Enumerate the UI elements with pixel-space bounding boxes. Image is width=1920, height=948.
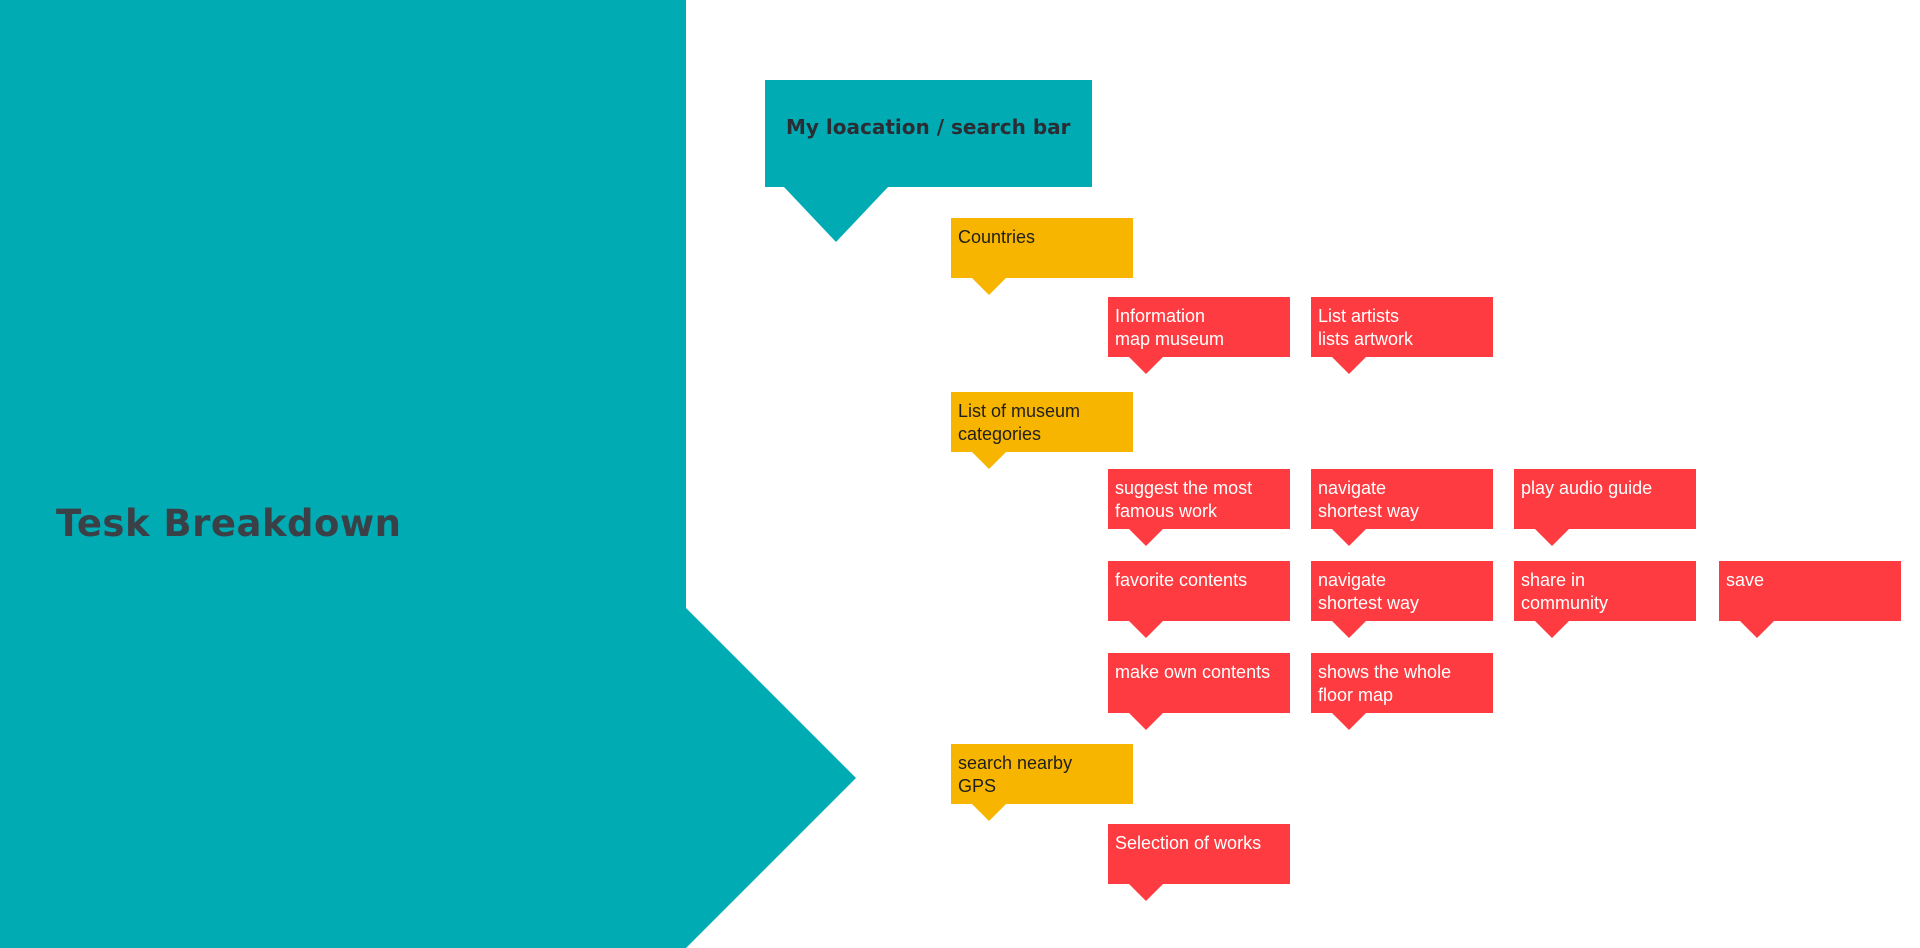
task-label: play audio guide [1514,469,1696,529]
task-selection-works: Selection of works [1108,824,1290,902]
task-label: suggest the most famous work [1108,469,1290,529]
callout-pointer [1535,621,1569,638]
teal-background-panel [0,0,856,948]
task-label: share in community [1514,561,1696,621]
task-make-own-contents: make own contents [1108,653,1290,731]
category-museum-categories: List of museum categories [951,392,1133,470]
callout-pointer [972,804,1006,821]
task-save: save [1719,561,1901,639]
task-label: save [1719,561,1901,621]
task-play-audio: play audio guide [1514,469,1696,547]
task-label: favorite contents [1108,561,1290,621]
task-label: shows the whole floor map [1311,653,1493,713]
task-label: navigate shortest way [1311,469,1493,529]
callout-pointer [1129,621,1163,638]
task-navigate-shortest-2: navigate shortest way [1311,561,1493,639]
callout-pointer [1332,357,1366,374]
callout-pointer [1129,357,1163,374]
task-suggest-famous: suggest the most famous work [1108,469,1290,547]
root-label: My loacation / search bar [765,80,1092,187]
root-callout: My loacation / search bar [765,80,1092,242]
task-floor-map: shows the whole floor map [1311,653,1493,731]
callout-pointer [1740,621,1774,638]
callout-pointer [972,452,1006,469]
task-favorite-contents: favorite contents [1108,561,1290,639]
task-label: Information map museum [1108,297,1290,357]
callout-pointer [972,278,1006,295]
category-label: Countries [951,218,1133,278]
callout-pointer [1332,529,1366,546]
category-label: List of museum categories [951,392,1133,452]
category-countries: Countries [951,218,1133,296]
task-information-map: Information map museum [1108,297,1290,375]
callout-pointer [1332,621,1366,638]
task-label: navigate shortest way [1311,561,1493,621]
callout-pointer [1129,884,1163,901]
category-label: search nearby GPS [951,744,1133,804]
task-label: List artists lists artwork [1311,297,1493,357]
callout-pointer [1129,529,1163,546]
task-label: make own contents [1108,653,1290,713]
task-share-community: share in community [1514,561,1696,639]
callout-pointer [1332,713,1366,730]
category-search-nearby: search nearby GPS [951,744,1133,822]
task-list-artists: List artists lists artwork [1311,297,1493,375]
callout-pointer [784,187,888,242]
callout-pointer [1535,529,1569,546]
task-label: Selection of works [1108,824,1290,884]
page-title: Tesk Breakdown [56,502,402,545]
task-navigate-shortest-1: navigate shortest way [1311,469,1493,547]
callout-pointer [1129,713,1163,730]
